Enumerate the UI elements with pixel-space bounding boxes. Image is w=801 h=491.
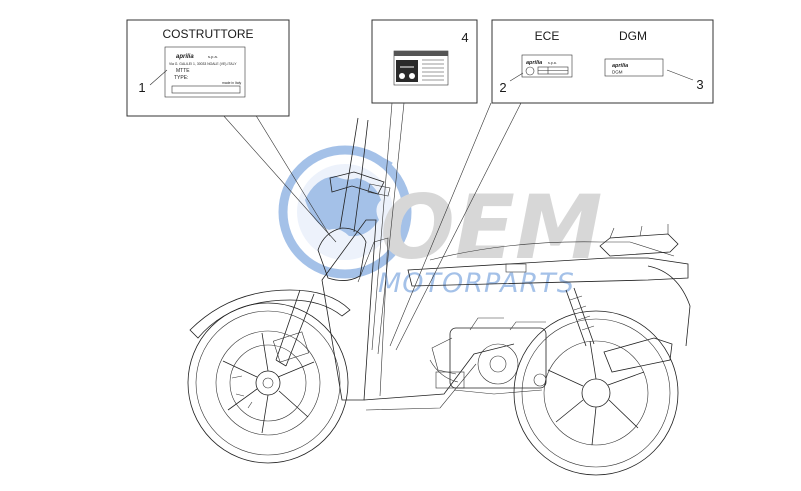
callout-4: 4 [461, 30, 468, 45]
ece-dgm-frame [491, 19, 714, 104]
plate-origin: made in Italy [222, 81, 242, 85]
rear-mudguard [647, 265, 691, 347]
plate-serial-field [171, 85, 241, 94]
tire-pressure-label [393, 50, 449, 86]
costruttore-panel: COSTRUTTORE aprilia s.p.a. Via G. GALILE… [126, 19, 290, 117]
headlight-cowl [317, 227, 367, 281]
plate-type-label: TYPE: [174, 75, 188, 81]
center-frame [371, 19, 478, 104]
callout-2: 2 [499, 80, 506, 95]
ece-title: ECE [535, 29, 560, 43]
fuel-cap [505, 263, 527, 273]
dgm-title: DGM [619, 29, 647, 43]
dgm-label-brand: aprilia [612, 63, 628, 69]
ece-label-brand: aprilia [526, 60, 542, 66]
callout-1: 1 [138, 80, 145, 95]
throttle-grip [367, 183, 391, 197]
ece-label-suffix: s.p.a. [548, 61, 557, 65]
ece-label: aprilia s.p.a. [521, 54, 573, 78]
seat-outline [429, 241, 675, 261]
costruttore-frame [126, 19, 290, 117]
plate-mtte-label: MTTE [176, 68, 190, 74]
callout-3-leader [666, 69, 694, 81]
front-wheel [187, 302, 349, 464]
front-mudguard [189, 289, 351, 339]
plate-brand: aprilia [176, 54, 194, 60]
center-panel: 4 [371, 19, 478, 104]
oem-motorparts-watermark: OEM MOTORPARTS [278, 145, 603, 299]
seat-frame [407, 257, 689, 287]
ece-dgm-panel: ECE DGM aprilia s.p.a. aprilia DGM 2 3 [491, 19, 714, 104]
windscreen [339, 117, 369, 233]
leg-shield [321, 219, 377, 401]
dgm-label-code: DGM [612, 70, 623, 75]
front-fork [275, 289, 315, 367]
floorboard [363, 343, 515, 401]
dgm-label: aprilia DGM [604, 58, 664, 77]
callout-3: 3 [696, 77, 703, 92]
exhaust [603, 337, 673, 373]
plate-company-suffix: s.p.a. [208, 54, 218, 59]
plate-address: Via G. GALILEI 1, 30033 NOALE (VE)-ITALY [169, 62, 237, 66]
engine [429, 317, 547, 395]
rear-wheel [513, 310, 679, 476]
leader-lines [205, 95, 522, 355]
watermark-sub-text: MOTORPARTS [378, 268, 575, 299]
callout-1-leader [149, 69, 168, 86]
costruttore-title: COSTRUTTORE [162, 27, 253, 41]
callout-2-leader [509, 72, 524, 82]
watermark-logo-text: OEM [380, 176, 603, 279]
fork-clamp [272, 331, 310, 363]
